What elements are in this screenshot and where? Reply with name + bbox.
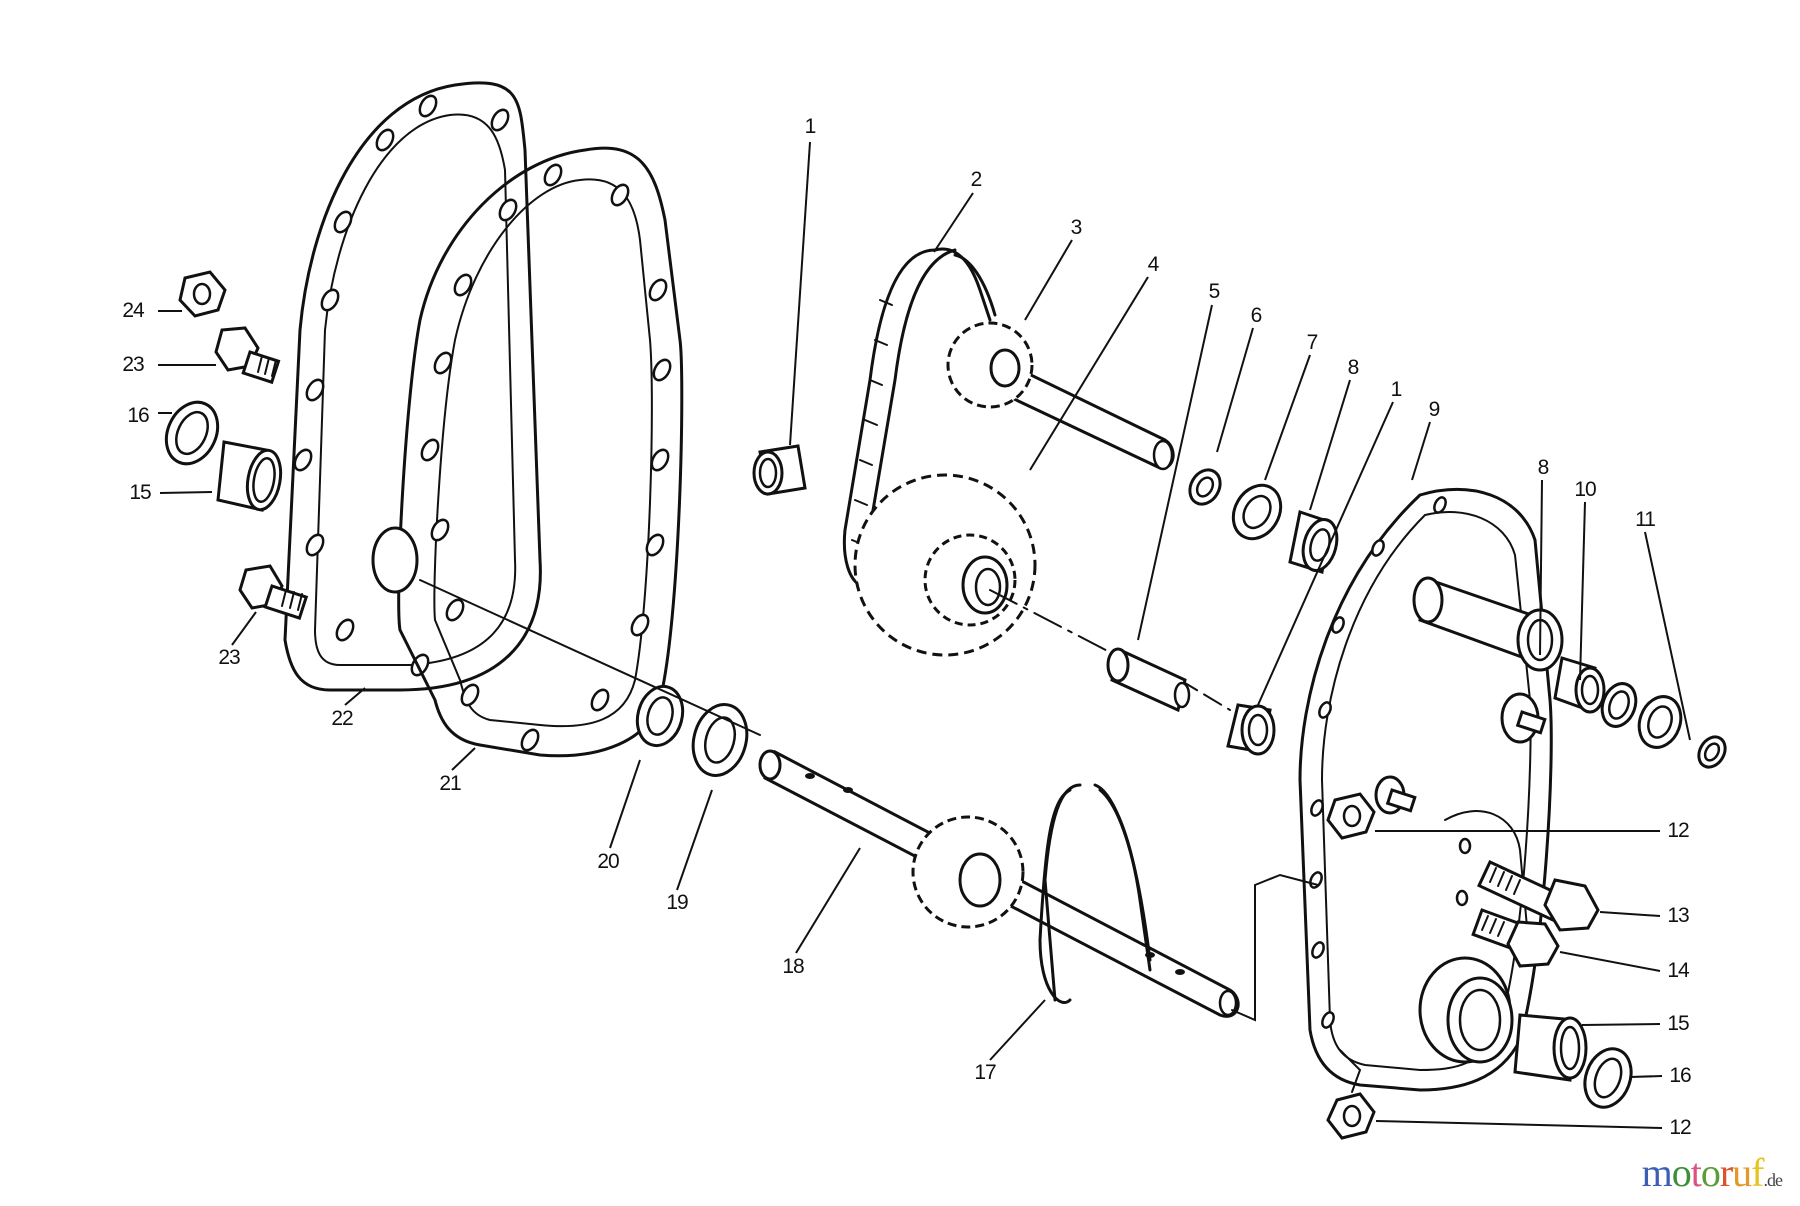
callout-16: 16 <box>1669 1064 1691 1087</box>
sprocket-4 <box>853 473 1037 657</box>
sprocket-18 <box>911 815 1025 929</box>
callout-20: 20 <box>597 850 619 873</box>
bolt-23-bottom <box>238 564 309 620</box>
washer-10 <box>1600 682 1638 728</box>
washer-20 <box>635 684 685 748</box>
callout-1: 1 <box>1390 378 1403 401</box>
motoruf-watermark-logo: motoruf.de <box>1641 1149 1783 1196</box>
callout-21: 21 <box>439 772 461 795</box>
callout-8: 8 <box>1537 456 1550 479</box>
watermark-letter: r <box>1719 1150 1733 1195</box>
watermark-letter: m <box>1641 1150 1673 1195</box>
bushing-15-left <box>216 440 283 512</box>
bolt-13 <box>1477 860 1600 932</box>
callout-24: 24 <box>122 299 144 322</box>
gasket-22-holes <box>293 94 510 677</box>
callout-15: 15 <box>129 481 151 504</box>
hub-bushing <box>371 526 419 594</box>
nut-12-upper <box>1326 792 1376 840</box>
seal-19 <box>691 703 749 777</box>
callout-12: 12 <box>1667 819 1689 842</box>
watermark-tld: .de <box>1763 1170 1783 1190</box>
callout-22: 22 <box>331 707 353 730</box>
callout-16: 16 <box>127 404 149 427</box>
callout-23: 23 <box>122 353 144 376</box>
callout-5: 5 <box>1208 280 1221 303</box>
gasket-21-holes <box>420 163 672 752</box>
bushing-8-right <box>1553 656 1606 714</box>
washer-right <box>1637 695 1683 749</box>
nut-24 <box>178 270 227 318</box>
watermark-letter: t <box>1690 1150 1702 1195</box>
gasket-22 <box>283 81 542 692</box>
callout-13: 13 <box>1667 904 1689 927</box>
callout-7: 7 <box>1306 331 1319 354</box>
leader-lines <box>158 141 1691 1129</box>
watermark-letter: o <box>1671 1150 1692 1195</box>
callout-23: 23 <box>218 646 240 669</box>
watermark-letter: f <box>1751 1150 1764 1195</box>
watermark-letter: u <box>1732 1150 1752 1195</box>
callout-9: 9 <box>1428 398 1441 421</box>
bushing-15-right <box>1513 1013 1588 1082</box>
bushing-1-upper <box>752 444 807 496</box>
nut-12-lower <box>1326 1092 1376 1140</box>
drive-chain-17 <box>1038 783 1152 1004</box>
snap-ring-6 <box>1188 468 1222 506</box>
callout-14: 14 <box>1667 959 1689 982</box>
drive-chain-2 <box>842 247 997 587</box>
chain-case-cover-9 <box>1298 487 1564 1092</box>
watermark-letter: o <box>1700 1150 1721 1195</box>
callout-6: 6 <box>1250 304 1263 327</box>
washer-7 <box>1231 483 1283 541</box>
callout-10: 10 <box>1574 478 1596 501</box>
callout-11: 11 <box>1635 508 1656 531</box>
callout-1: 1 <box>804 115 817 138</box>
sprocket-3-shaft <box>946 321 1175 471</box>
callout-2: 2 <box>970 168 983 191</box>
callout-12: 12 <box>1669 1116 1691 1139</box>
oil-seal-16-right <box>1583 1047 1633 1109</box>
oil-seal-16-left <box>164 400 220 466</box>
cover-holes <box>1309 496 1447 1029</box>
bushing-1-lower <box>1226 703 1276 756</box>
callout-15: 15 <box>1667 1012 1689 1035</box>
callout-3: 3 <box>1070 216 1083 239</box>
callout-19: 19 <box>666 891 688 914</box>
bushing-8-upper <box>1288 510 1339 574</box>
spacer-5 <box>1106 647 1191 713</box>
gasket-21 <box>371 146 684 758</box>
snap-ring-11 <box>1697 735 1727 769</box>
callout-4: 4 <box>1147 253 1160 276</box>
callout-8: 8 <box>1347 356 1360 379</box>
bolt-14 <box>1471 908 1560 968</box>
bolt-23-top <box>214 326 281 385</box>
callout-17: 17 <box>974 1061 996 1084</box>
callout-18: 18 <box>782 955 804 978</box>
